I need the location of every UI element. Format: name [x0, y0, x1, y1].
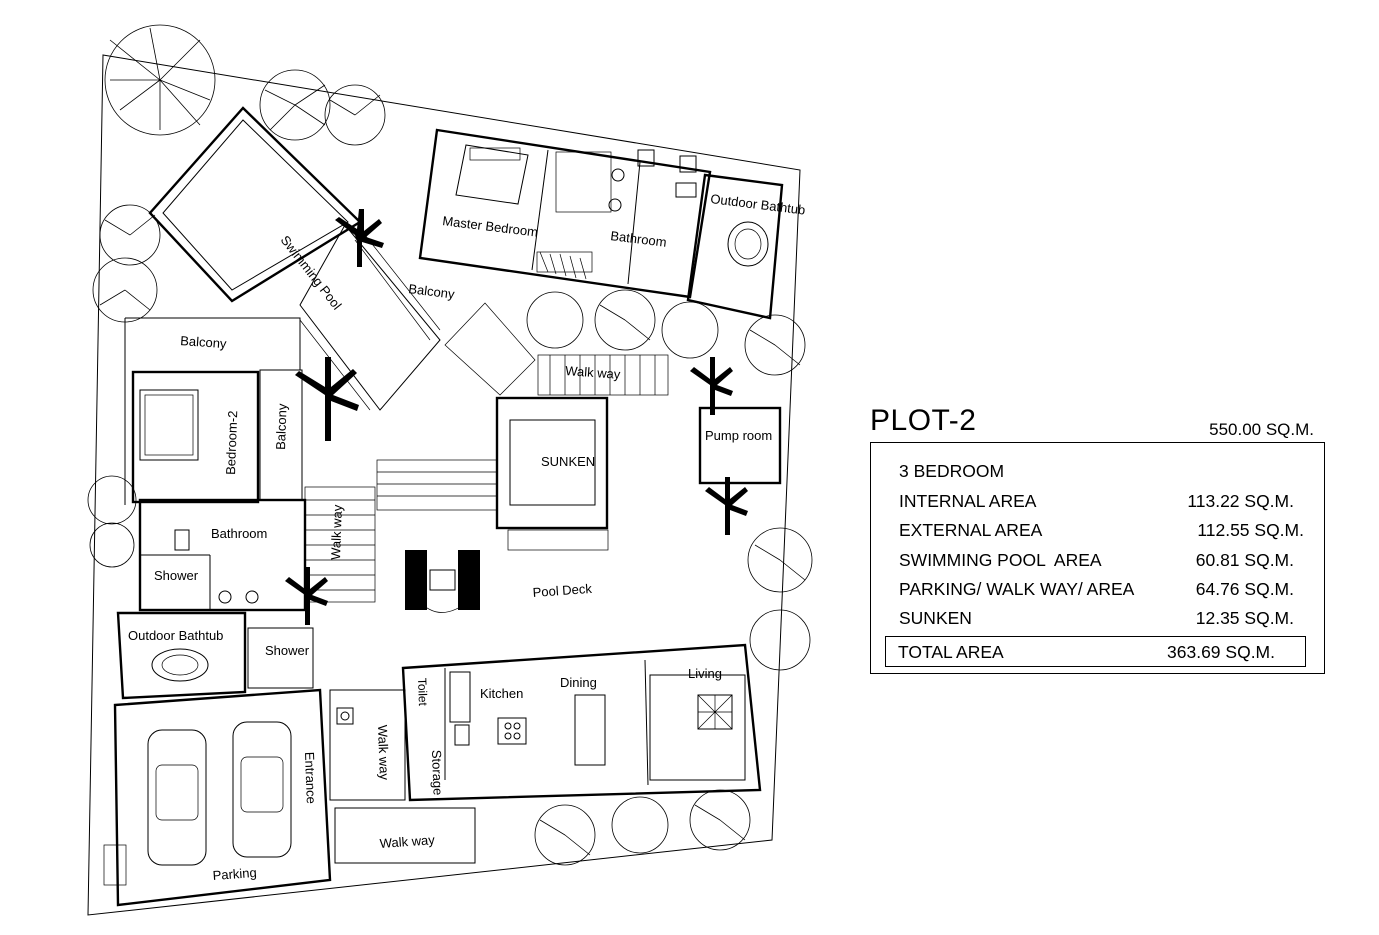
- room-label-shower-2: Shower: [265, 643, 310, 658]
- tree-icon: [104, 24, 216, 136]
- swimming-pool: [148, 106, 441, 411]
- sunken-area: [495, 396, 609, 551]
- room-label-walk-way-mid: Walk way: [328, 504, 345, 560]
- room-label-balcony-top: Balcony: [408, 281, 456, 302]
- room-label-swimming-pool: Swimming Pool: [278, 233, 345, 313]
- area-row: 3 BEDROOM: [899, 461, 1294, 482]
- plot-area-value: 550.00 SQ.M.: [1209, 420, 1314, 439]
- total-area-row: TOTAL AREA 363.69 SQ.M.: [898, 642, 1275, 663]
- room-label-storage: Storage: [429, 750, 446, 796]
- area-row: PARKING/ WALK WAY/ AREA 64.76 SQ.M.: [899, 579, 1294, 600]
- floor-plan-drawing: Master Bedroom Bathroom Outdoor Bathtub …: [87, 24, 813, 916]
- area-row-value: 113.22 SQ.M.: [1187, 491, 1294, 511]
- area-row-value: 60.81 SQ.M.: [1195, 550, 1294, 570]
- area-row-label: 3 BEDROOM: [899, 461, 1005, 481]
- main-house-block: [401, 643, 762, 802]
- area-row-value: 64.76 SQ.M.: [1195, 579, 1294, 599]
- room-label-pool-deck: Pool Deck: [532, 581, 593, 600]
- room-label-toilet: Toilet: [415, 678, 430, 707]
- area-row-label: EXTERNAL AREA: [899, 520, 1043, 540]
- area-row: EXTERNAL AREA 112.55 SQ.M.: [899, 520, 1304, 541]
- area-row-label: SWIMMING POOL AREA: [899, 550, 1102, 570]
- room-label-walk-way-bottom: Walk way: [379, 832, 436, 851]
- area-table: 3 BEDROOM INTERNAL AREA 113.22 SQ.M. EXT…: [870, 442, 1325, 674]
- master-bedroom-block: [418, 128, 712, 299]
- room-label-bathroom-2: Bathroom: [211, 526, 267, 541]
- area-row: SWIMMING POOL AREA 60.81 SQ.M.: [899, 550, 1294, 571]
- area-row-label: SUNKEN: [899, 608, 972, 628]
- area-row-label: INTERNAL AREA: [899, 491, 1037, 511]
- room-label-dining: Dining: [560, 675, 597, 690]
- room-label-outdoor-bathtub-master: Outdoor Bathtub: [710, 191, 807, 218]
- outdoor-bathtub-2: [116, 611, 314, 700]
- room-label-parking: Parking: [212, 865, 257, 883]
- room-label-entrance: Entrance: [302, 752, 319, 805]
- room-label-walk-way-left: Walk way: [375, 725, 392, 781]
- room-label-sunken: SUNKEN: [541, 454, 595, 469]
- outdoor-bathtub-master: [686, 173, 784, 320]
- area-row-value: 12.35 SQ.M.: [1195, 608, 1294, 628]
- room-label-bedroom-2: Bedroom-2: [223, 410, 240, 475]
- room-label-balcony-vertical: Balcony: [273, 403, 290, 450]
- room-label-bathroom-master: Bathroom: [610, 228, 668, 250]
- total-area-label: TOTAL AREA: [898, 642, 1004, 662]
- area-row: SUNKEN 12.35 SQ.M.: [899, 608, 1294, 629]
- bathroom-2-block: [138, 498, 307, 612]
- room-label-kitchen: Kitchen: [480, 686, 523, 701]
- room-label-living: Living: [688, 666, 722, 681]
- total-area-box: TOTAL AREA 363.69 SQ.M.: [885, 636, 1306, 667]
- site-boundary: [87, 54, 801, 916]
- palm-icon: [87, 69, 813, 866]
- area-row-label: PARKING/ WALK WAY/ AREA: [899, 579, 1135, 599]
- room-label-shower-1: Shower: [154, 568, 199, 583]
- room-label-outdoor-bathtub-2: Outdoor Bathtub: [128, 628, 223, 643]
- tree-icon: [285, 209, 748, 625]
- parking-block: [103, 688, 476, 907]
- total-area-value: 363.69 SQ.M.: [1167, 642, 1275, 662]
- plot-title: PLOT-2: [870, 404, 977, 437]
- area-row-value: 112.55 SQ.M.: [1197, 520, 1304, 540]
- room-label-master-bedroom: Master Bedroom: [442, 213, 539, 240]
- lounger-icon: [405, 550, 480, 613]
- room-label-walk-way-top: Walk way: [565, 363, 622, 382]
- area-row: INTERNAL AREA 113.22 SQ.M.: [899, 491, 1294, 512]
- pump-room: [698, 406, 782, 485]
- room-label-pump-room: Pump room: [705, 428, 772, 443]
- room-label-balcony-left: Balcony: [180, 333, 228, 351]
